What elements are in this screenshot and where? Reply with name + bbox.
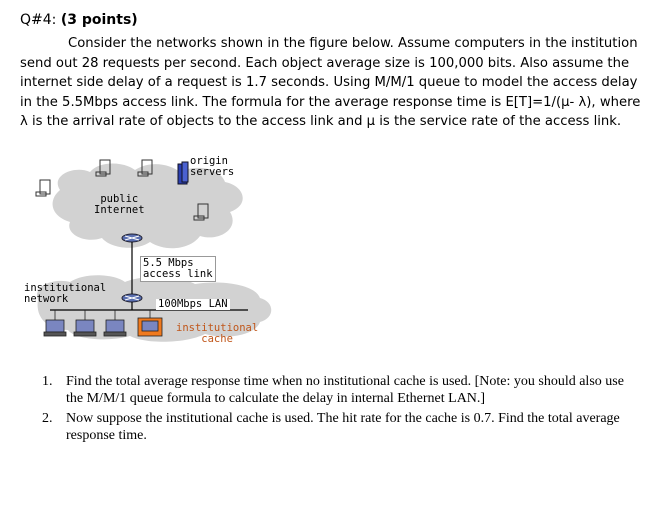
question-item-number: 2. [42, 411, 53, 426]
question-header: Q#4: (3 points) [20, 12, 138, 28]
host-icon [43, 310, 127, 337]
lan-label: 100Mbps LAN [156, 298, 230, 310]
institutional-cache-label: institutional cache [176, 322, 259, 345]
institution-router-icon [121, 293, 143, 303]
public-internet-label: public Internet [94, 193, 145, 216]
institutional-network-label: institutional network [24, 282, 107, 305]
cache-icon [137, 310, 163, 337]
question-body-text: Consider the networks shown in the figur… [20, 36, 641, 129]
questions-list: 1. Find the total average response time … [42, 373, 642, 447]
origin-server-icon [177, 161, 189, 185]
list-item: 1. Find the total average response time … [42, 373, 642, 407]
network-figure: origin servers public Internet 5.5 Mbps … [24, 150, 330, 360]
network-diagram [35, 159, 272, 342]
question-number: Q#4: [20, 12, 61, 28]
question-item-text: Now suppose the institutional cache is u… [66, 411, 620, 443]
internet-cloud [52, 163, 243, 249]
server-icon [35, 159, 209, 221]
question-body: Consider the networks shown in the figur… [20, 34, 645, 132]
question-item-text: Find the total average response time whe… [66, 374, 624, 406]
origin-servers-label: origin servers [190, 155, 235, 178]
internet-router-icon [121, 233, 143, 243]
list-item: 2. Now suppose the institutional cache i… [42, 410, 642, 444]
access-link-label: 5.5 Mbps access link [140, 256, 216, 282]
question-points: (3 points) [60, 12, 138, 28]
institution-cloud [37, 275, 272, 342]
question-item-number: 1. [42, 374, 53, 389]
